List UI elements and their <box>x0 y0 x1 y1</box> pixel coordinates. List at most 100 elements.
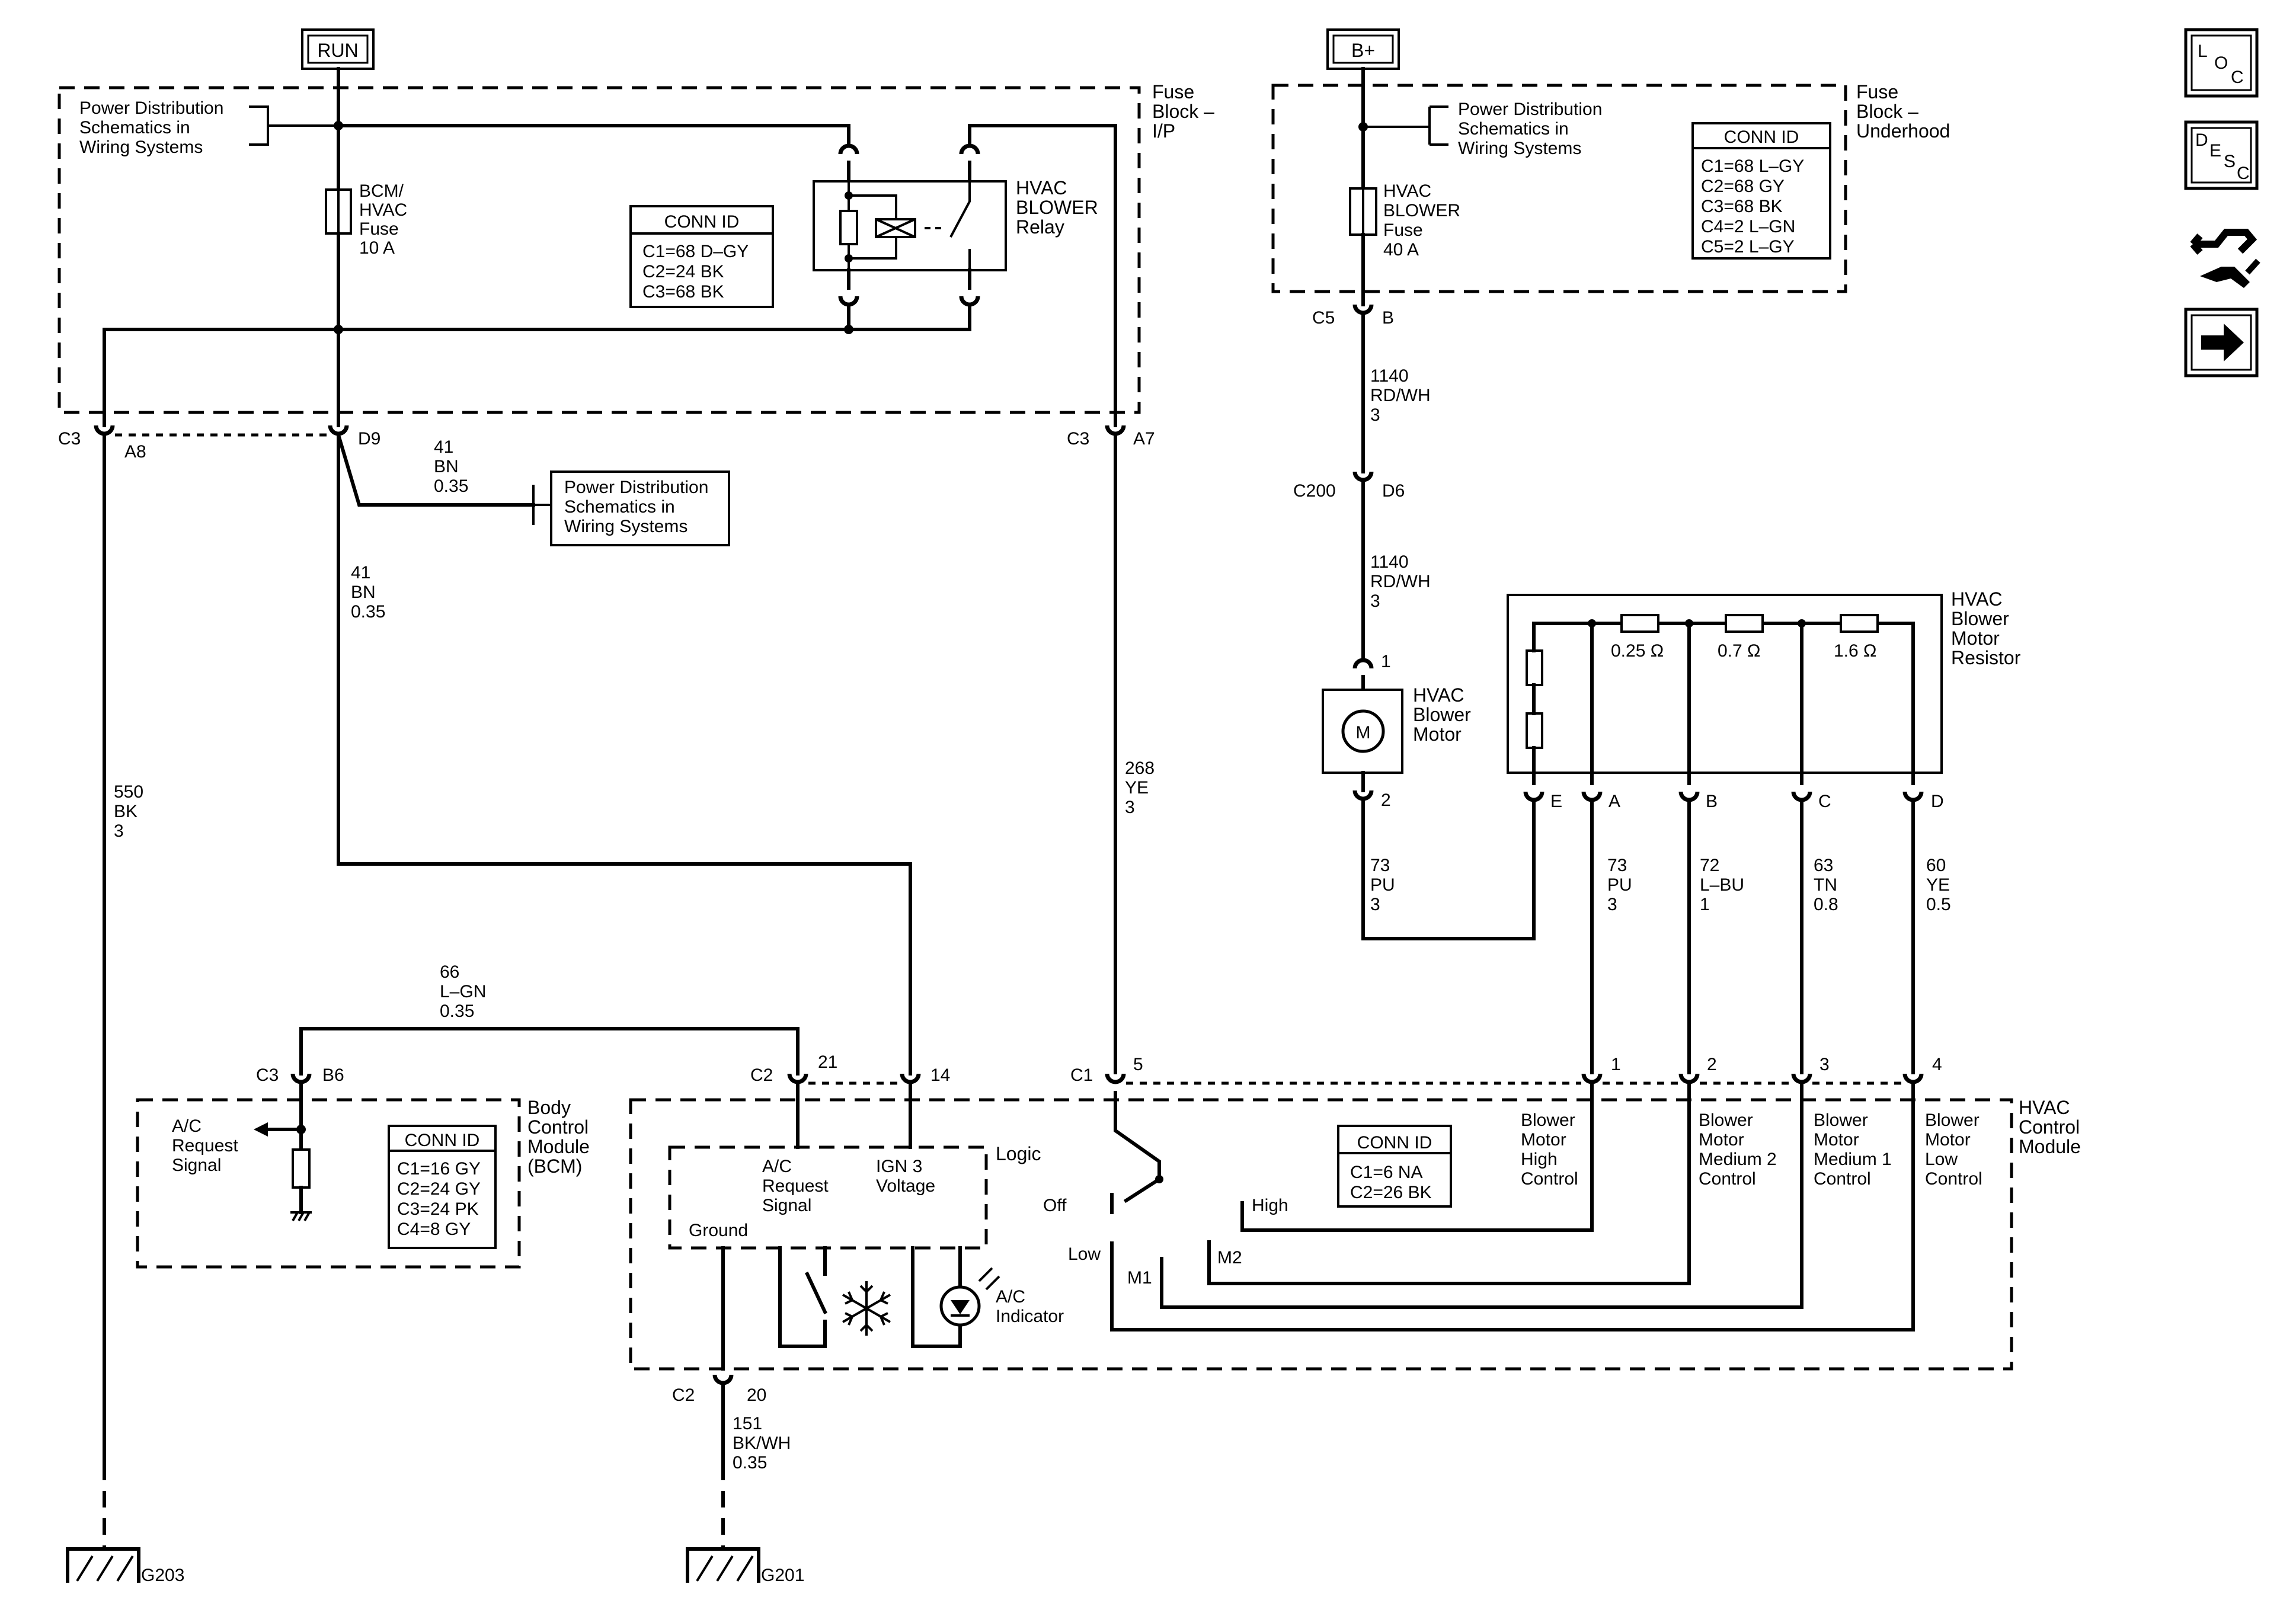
svg-text:1: 1 <box>1611 1055 1621 1074</box>
svg-text:B: B <box>1706 792 1718 811</box>
resistor-fuse-element <box>1526 712 1543 749</box>
ground-g201: G201 <box>686 1547 804 1585</box>
svg-text:E: E <box>2209 141 2221 161</box>
svg-text:C200: C200 <box>1293 481 1336 501</box>
svg-text:C2: C2 <box>750 1065 773 1085</box>
svg-text:A8: A8 <box>124 442 146 462</box>
bplus-label: B+ <box>1351 40 1375 61</box>
fuse-block-ip-label: Fuse Block – I/P <box>1152 81 1220 142</box>
svg-text:C3: C3 <box>58 429 81 449</box>
logic-label: Logic <box>996 1143 1041 1164</box>
svg-text:B6: B6 <box>322 1065 344 1085</box>
svg-text:C: C <box>1818 792 1831 811</box>
svg-text:C2: C2 <box>672 1385 695 1405</box>
connector-c3-a8 <box>94 425 1126 436</box>
hvac-control-module-outline <box>629 1098 2013 1371</box>
svg-text:5: 5 <box>1133 1055 1143 1074</box>
pd-left-bracket <box>249 105 338 146</box>
bcm-pullup-resistor <box>292 1148 311 1189</box>
svg-text:2: 2 <box>1381 790 1391 810</box>
fuse-block-ip-outline <box>57 86 1141 414</box>
svg-text:0.7 Ω: 0.7 Ω <box>1718 641 1760 661</box>
svg-text:C: C <box>2231 68 2244 87</box>
svg-text:D6: D6 <box>1382 481 1405 501</box>
desc-button[interactable]: D E S C <box>2184 120 2259 190</box>
next-arrow-button[interactable] <box>2184 308 2259 377</box>
motor-pin-1 <box>1352 658 1374 669</box>
svg-text:3: 3 <box>1819 1055 1830 1074</box>
pd-left-text: Power Distribution Schematics in Wiring … <box>79 98 229 157</box>
bcm-ground-symbol <box>290 1211 312 1221</box>
loc-button[interactable]: L O C <box>2184 28 2259 98</box>
ac-switch <box>778 1246 827 1348</box>
svg-text:C: C <box>2237 164 2250 183</box>
svg-text:A7: A7 <box>1133 429 1155 449</box>
resistor-1-6 <box>1840 614 1879 633</box>
svg-text:B: B <box>1382 308 1394 328</box>
svg-text:20: 20 <box>747 1385 766 1405</box>
svg-text:G203: G203 <box>141 1566 184 1585</box>
bcm-fuse-label: BCM/ HVAC Fuse 10 A <box>359 181 412 258</box>
resistor-0-7 <box>1725 614 1764 633</box>
svg-text:O: O <box>2214 53 2228 73</box>
svg-text:C3: C3 <box>1067 429 1089 449</box>
resistor-0-25 <box>1620 614 1659 633</box>
motor-symbol: M <box>1356 723 1371 742</box>
svg-text:E: E <box>1550 792 1562 811</box>
svg-text:CONN ID: CONN ID <box>1724 127 1799 147</box>
svg-text:1: 1 <box>1381 652 1391 671</box>
svg-text:CONN ID: CONN ID <box>405 1131 480 1150</box>
fuse-block-underhood-outline <box>1271 84 1847 293</box>
svg-text:D: D <box>1931 792 1944 811</box>
ac-indicator-led-icon <box>939 1267 1000 1327</box>
svg-text:0.25 Ω: 0.25 Ω <box>1611 641 1664 661</box>
ground-g203: G203 <box>66 1547 184 1585</box>
svg-text:G201: G201 <box>761 1566 804 1585</box>
svg-text:2: 2 <box>1707 1055 1717 1074</box>
svg-text:M2: M2 <box>1217 1248 1242 1267</box>
svg-text:Off: Off <box>1043 1196 1067 1215</box>
svg-text:1.6 Ω: 1.6 Ω <box>1834 641 1876 661</box>
pd-mid-box <box>550 470 730 546</box>
run-label: RUN <box>317 40 358 61</box>
connector-tools-icon[interactable] <box>2190 229 2260 288</box>
connector-c2-20 <box>712 1374 734 1385</box>
svg-text:CONN ID: CONN ID <box>664 212 740 232</box>
svg-text:S: S <box>2224 152 2236 171</box>
svg-text:Low: Low <box>1068 1244 1101 1264</box>
arrow-right-icon <box>2201 324 2244 361</box>
svg-text:4: 4 <box>1932 1055 1942 1074</box>
